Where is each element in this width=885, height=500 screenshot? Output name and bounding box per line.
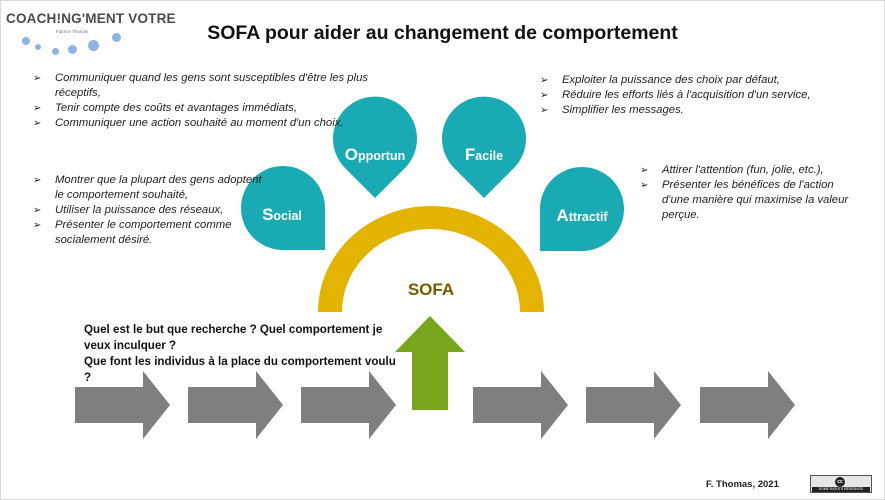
drop-rest: ocial xyxy=(273,209,302,223)
bullet-item: Réduire les efforts liés à l'acquisition… xyxy=(540,88,860,103)
gray-arrow xyxy=(700,371,795,439)
gray-arrow xyxy=(473,371,568,439)
slide-title: SOFA pour aider au changement de comport… xyxy=(207,22,678,44)
bullet-item: Présenter le comportement comme socialem… xyxy=(33,218,268,248)
drop-rest: pportun xyxy=(358,149,405,163)
license-text: SOME RIGHTS RESERVED xyxy=(812,487,870,492)
svg-text:Facile: Facile xyxy=(465,145,503,164)
question-line: Quel est le but que recherche ? Quel com… xyxy=(84,323,383,352)
bullets-social: Montrer que la plupart des gens adoptent… xyxy=(33,173,268,248)
bullets-opportun: Communiquer quand les gens sont suscepti… xyxy=(33,71,373,131)
bullet-item: Communiquer quand les gens sont suscepti… xyxy=(33,71,373,101)
bullet-item: Exploiter la puissance des choix par déf… xyxy=(540,73,860,88)
sofa-arch xyxy=(318,206,544,312)
logo-dot xyxy=(88,40,99,51)
cc-icon: cc xyxy=(835,477,845,487)
bullets-facile: Exploiter la puissance des choix par déf… xyxy=(540,73,860,118)
bullet-item: Montrer que la plupart des gens adoptent… xyxy=(33,173,268,203)
gray-arrow xyxy=(301,371,396,439)
question-line: Que font les individus à la place du com… xyxy=(84,355,396,384)
drop-facile: Facile xyxy=(442,96,526,198)
logo-dot xyxy=(52,48,59,55)
bullet-item: Utiliser la puissance des réseaux, xyxy=(33,203,268,218)
arch-label: SOFA xyxy=(408,280,454,299)
drop-rest: acile xyxy=(475,149,503,163)
logo-dot xyxy=(68,45,77,54)
green-up-arrow xyxy=(395,316,465,410)
logo-dot xyxy=(112,33,121,42)
logo-dot xyxy=(22,37,30,45)
logo-text: COACH!NG'MENT VOTRE xyxy=(6,11,176,26)
drop-initial: A xyxy=(556,206,568,225)
bullet-item: Présenter les bénéfices de l'action d'un… xyxy=(640,178,855,223)
gray-arrow xyxy=(75,371,170,439)
author-credit: F. Thomas, 2021 xyxy=(706,479,779,490)
bullet-item: Communiquer une action souhaité au momen… xyxy=(33,116,373,131)
svg-text:Opportun: Opportun xyxy=(345,145,405,164)
svg-text:Attractif: Attractif xyxy=(556,206,608,225)
drop-initial: O xyxy=(345,145,358,164)
bullets-attractif: Attirer l'attention (fun, jolie, etc.), … xyxy=(640,163,855,223)
drop-initial: F xyxy=(465,145,475,164)
drop-rest: ttractif xyxy=(569,210,609,224)
cc-license-badge[interactable]: cc SOME RIGHTS RESERVED xyxy=(810,475,872,493)
bullet-item: Simplifier les messages. xyxy=(540,103,860,118)
bullet-item: Attirer l'attention (fun, jolie, etc.), xyxy=(640,163,855,178)
drop-attractif: Attractif xyxy=(540,167,624,251)
gray-arrow xyxy=(586,371,681,439)
gray-arrow xyxy=(188,371,283,439)
bullet-item: Tenir compte des coûts et avantages immé… xyxy=(33,101,373,116)
logo-dot xyxy=(35,44,41,50)
logo-subtitle: Fabrice Thomas xyxy=(56,29,89,34)
guiding-questions: Quel est le but que recherche ? Quel com… xyxy=(84,322,404,386)
